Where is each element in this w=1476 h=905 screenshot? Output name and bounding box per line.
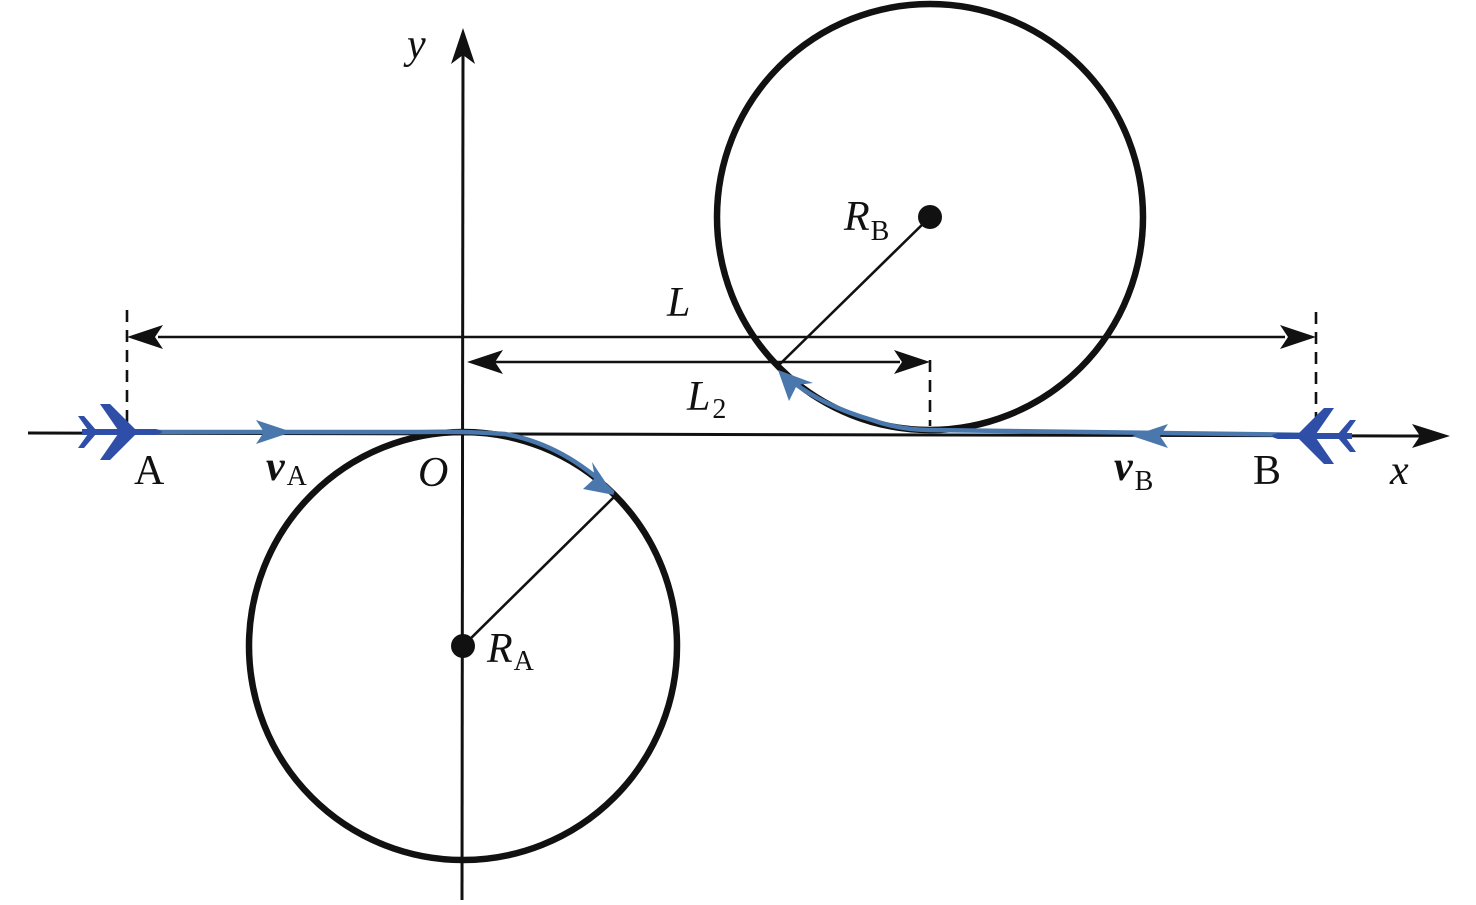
dimension-l-label: L: [666, 280, 690, 326]
velocity-b-label: vB: [1114, 444, 1153, 497]
y-axis-line: [460, 54, 465, 901]
dimension-l2-arrow-right: [894, 350, 930, 374]
radius-b-sub: B: [871, 216, 890, 247]
velocity-b-main: v: [1114, 444, 1134, 490]
velocity-b-arrowhead: [1132, 424, 1168, 448]
radius-a-label: RA: [486, 626, 535, 677]
radius-a-main: R: [486, 626, 513, 672]
x-axis-arrowhead: [1412, 424, 1450, 448]
dimension-l2-main: L: [686, 374, 710, 420]
radius-b-main: R: [843, 194, 870, 240]
dimension-l2-sub: 2: [712, 394, 726, 425]
airplane-icon: [78, 404, 162, 460]
flight-path-b-arrowhead: [778, 370, 813, 401]
flight-path-a: [124, 429, 615, 495]
velocity-a-arrowhead: [256, 420, 292, 444]
velocity-a-sub: A: [287, 461, 308, 492]
velocity-a-main: v: [266, 444, 286, 490]
origin-label: O: [418, 450, 448, 496]
flight-path-b: [785, 375, 1319, 438]
point-b-label: B: [1253, 448, 1281, 494]
dimension-l-arrow-left: [127, 325, 163, 349]
dimension-l2-arrow-left: [467, 350, 503, 374]
point-a-label: A: [134, 448, 165, 494]
dimension-l-arrow-right: [1280, 325, 1316, 349]
y-axis-label: y: [403, 22, 426, 68]
radius-b-line: [779, 216, 931, 365]
radius-a-line: [462, 496, 615, 647]
velocity-b-sub: B: [1135, 466, 1154, 497]
velocity-a-label: vA: [266, 444, 308, 492]
radius-b-label: RB: [843, 194, 889, 247]
x-axis-label: x: [1389, 448, 1409, 494]
y-axis-arrowhead: [451, 28, 475, 64]
radius-a-sub: A: [514, 646, 535, 677]
dimension-l2-label: L2: [686, 374, 726, 425]
airplane-icon: [1272, 408, 1356, 464]
flight-path-a-arrowhead: [583, 462, 614, 495]
